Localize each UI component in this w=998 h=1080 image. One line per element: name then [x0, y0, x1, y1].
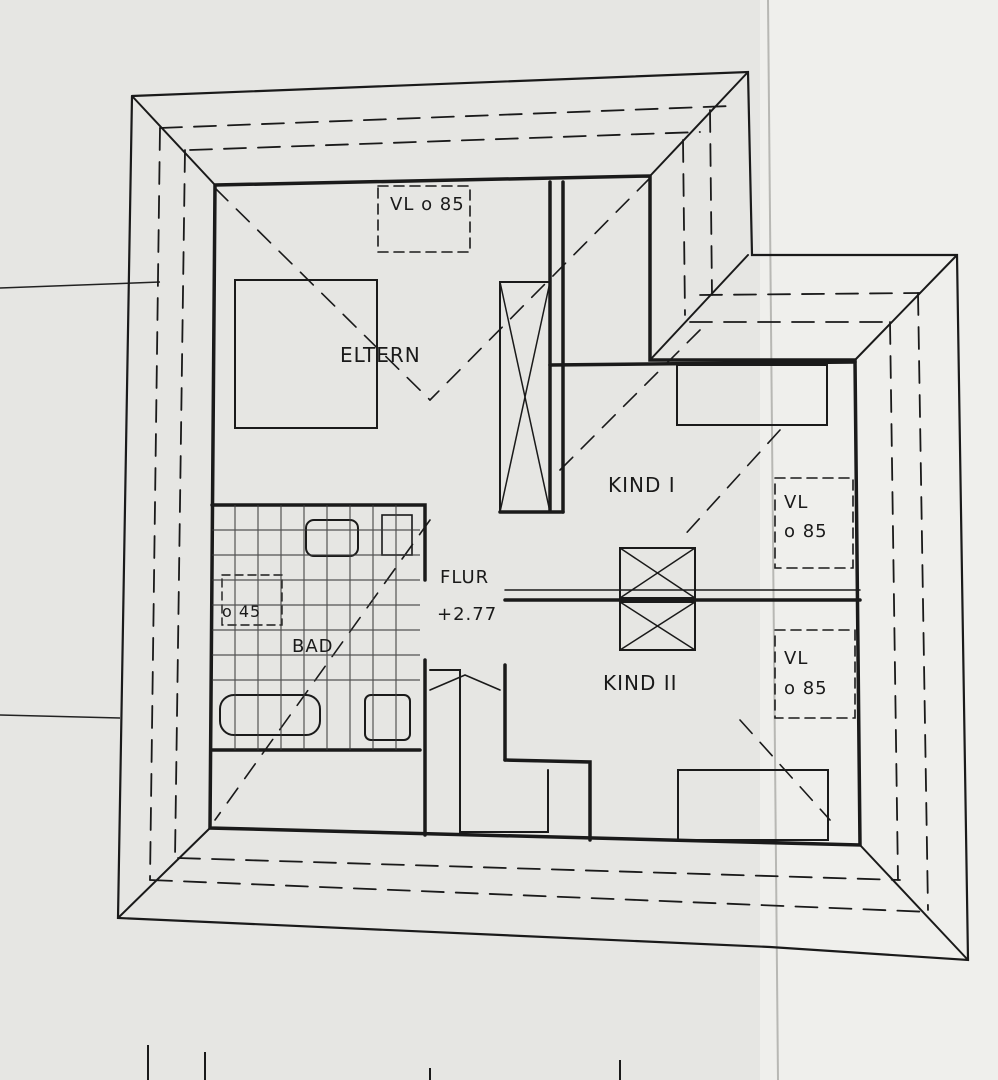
bottom-edge-marks	[147, 1045, 621, 1080]
roof-hips	[117, 71, 969, 961]
paper-left	[0, 0, 775, 1080]
room-label-kind1: KIND I	[608, 473, 676, 497]
paper-crease-2	[0, 714, 121, 719]
paper-crease-1	[0, 281, 161, 289]
room-label-bad: BAD	[292, 636, 334, 657]
flur-level-label: +2.77	[437, 604, 497, 625]
plan-drawing	[116, 70, 970, 962]
window-label-bad: o 45	[222, 602, 261, 621]
dashed-eaves	[149, 105, 931, 913]
shower-tray	[364, 694, 411, 741]
right-window-2	[774, 629, 856, 719]
bed-kind1	[676, 364, 828, 426]
paper-right	[760, 0, 998, 1080]
window-label-right2-vl: VL	[784, 648, 808, 669]
bad-tiles	[212, 505, 420, 750]
stair-shaft	[429, 669, 549, 833]
room-label-flur: FLUR	[440, 567, 489, 588]
bed-eltern	[234, 279, 378, 429]
window-label-right1-vl: VL	[784, 492, 808, 513]
bed-kind2	[677, 769, 829, 841]
window-label-right1-size: o 85	[784, 521, 828, 542]
dashed-diagonals	[214, 177, 831, 821]
wardrobe-eltern	[499, 281, 551, 513]
bathtub	[219, 694, 321, 736]
room-label-eltern: ELTERN	[340, 343, 421, 367]
bad-window-frame	[221, 574, 283, 626]
stair-opening-2	[619, 601, 696, 651]
room-label-kind2: KIND II	[603, 671, 678, 695]
paper-fold	[767, 0, 779, 1080]
window-label-right2-size: o 85	[784, 678, 828, 699]
stair-opening-1	[619, 547, 696, 599]
window-label-top: VL o 85	[390, 194, 465, 215]
washbasin	[305, 519, 359, 557]
right-window-1	[774, 477, 854, 569]
roof-outline	[116, 70, 970, 962]
